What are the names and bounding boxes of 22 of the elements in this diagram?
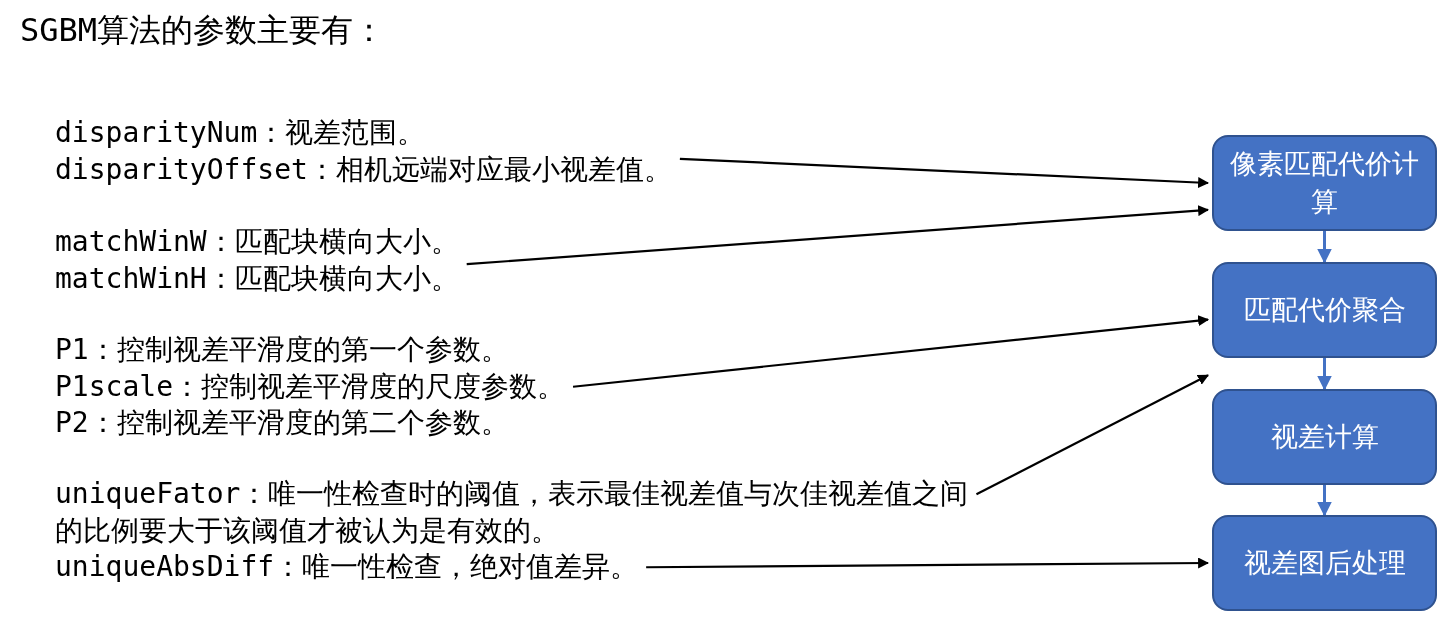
process-box: 像素匹配代价计算 (1212, 135, 1437, 231)
arrow (1317, 231, 1332, 264)
process-box: 匹配代价聚合 (1212, 262, 1437, 358)
parameter-description: uniqueFator：唯一性检查时的阈值，表示最佳视差值与次佳视差值之间的比例要大于该阈值才被认为是有效的。 (55, 476, 970, 549)
parameter-description: uniqueAbsDiff：唯一性检查，绝对值差异。 (55, 549, 639, 585)
arrow (1317, 358, 1332, 391)
heading: SGBM算法的参数主要有： (20, 10, 386, 51)
arrow (572, 315, 1210, 388)
parameter-description: disparityOffset：相机远端对应最小视差值。 (55, 151, 672, 188)
parameter-description: P2：控制视差平滑度的第二个参数。 (55, 405, 510, 441)
parameter-description: P1：控制视差平滑度的第一个参数。 (55, 332, 510, 368)
arrow (1317, 485, 1332, 517)
parameter-description: P1scale：控制视差平滑度的尺度参数。 (55, 368, 565, 405)
parameter-description: matchWinH：匹配块横向大小。 (55, 260, 459, 297)
arrow (679, 157, 1210, 189)
process-box: 视差计算 (1212, 389, 1437, 485)
parameter-description: disparityNum：视差范围。 (55, 115, 427, 151)
parameter-description: matchWinW：匹配块横向大小。 (55, 224, 459, 260)
arrow (975, 374, 1209, 496)
arrow (646, 557, 1210, 569)
process-box: 视差图后处理 (1212, 515, 1437, 611)
arrow (466, 205, 1210, 266)
